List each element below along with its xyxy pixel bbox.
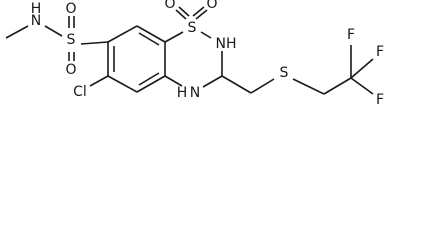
bond-nh-lower-c4a (164, 75, 183, 87)
bond-c3-ch2 (221, 75, 252, 94)
atom-cl: Cl (73, 84, 87, 100)
atom-h-lower: H (177, 85, 188, 101)
bond-c8a-s-ring (164, 31, 184, 43)
atom-f-right: F (376, 44, 384, 60)
bond-c6-cl (89, 75, 109, 87)
bond-c4a-c5 (136, 75, 166, 93)
atom-o-ring-left: O (164, 0, 175, 12)
molecule-structure-diagram: N H S O O S O O NH H N Cl S F F F (5, 0, 384, 108)
bond-c5-c6 (107, 75, 138, 93)
bond-s-ring-o-right (195, 9, 208, 20)
atom-n-lower: N (190, 85, 200, 101)
bonds (5, 6, 374, 95)
atom-s-sulfonamide: S (67, 32, 76, 48)
bond-c8-c8a (136, 25, 166, 43)
atom-s-thioether: S (280, 65, 289, 81)
bond-ch2-s-thio (250, 78, 275, 94)
atom-nh-upper: NH (216, 36, 237, 52)
bond-s-ring-o-left (175, 9, 187, 20)
bond-methyl-n (5, 25, 29, 39)
atom-o-s1-bottom: O (65, 62, 76, 78)
atom-s-ring: S (188, 20, 197, 36)
bond-c8-c8a-inner (138, 32, 160, 46)
bond-c7-c8 (107, 25, 138, 43)
atom-h-amide: H (31, 1, 42, 17)
atom-o-ring-right: O (206, 0, 217, 12)
atom-f-bottom: F (376, 92, 384, 108)
atom-n-amide: N (31, 13, 41, 29)
atom-f-left: F (347, 27, 355, 43)
bond-s-thio-ch2 (292, 78, 325, 95)
bond-cf3-f-right (350, 58, 374, 79)
bond-cf3-f-bottom (350, 77, 374, 95)
bond-c3-nh-lower (202, 75, 223, 88)
bond-c4a-c5-inner (138, 72, 160, 86)
bond-ch2-cf3 (323, 77, 352, 95)
bond-n-s1 (44, 25, 63, 37)
bond-s-ring-o-left-b (178, 6, 190, 17)
atom-o-s1-top: O (65, 1, 76, 17)
bond-s-ring-o-right-b (192, 6, 205, 17)
bond-s1-c7 (80, 41, 109, 45)
atom-labels: N H S O O S O O NH H N Cl S F F F (31, 0, 384, 108)
molecule-svg: N H S O O S O O NH H N Cl S F F F (5, 0, 384, 108)
bond-s-ring-nh (200, 31, 212, 39)
